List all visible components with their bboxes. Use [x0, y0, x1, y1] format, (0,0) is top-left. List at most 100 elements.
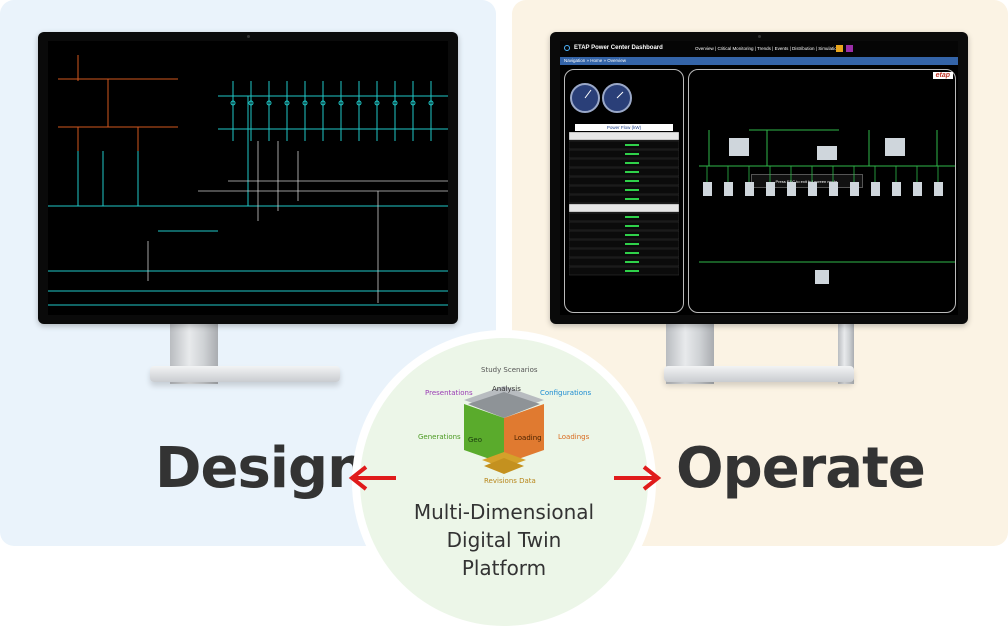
cube-label-generations: Generations: [418, 433, 461, 441]
load-cabinet: [913, 182, 922, 196]
one-line-panel: etap Press ESC to exit full screen mode.: [688, 69, 956, 313]
table-row: [569, 257, 679, 267]
table-row: [569, 212, 679, 222]
cube-label-presentations: Presentations: [425, 389, 473, 397]
cube-face-geo: Geo: [468, 436, 483, 444]
operate-monitor: ETAP Power Center Dashboard Overview | C…: [550, 32, 968, 324]
load-cabinet: [892, 182, 901, 196]
table-row: [569, 221, 679, 231]
cube-label-configurations: Configurations: [540, 389, 592, 397]
table-cell-value: [625, 270, 639, 272]
right-arrow-icon: [614, 465, 662, 491]
table-row: [569, 239, 679, 249]
dashboard-logo-icon: [564, 45, 570, 51]
load-cabinet: [829, 182, 838, 196]
table-row: [569, 230, 679, 240]
breaker-symbol: [284, 100, 290, 106]
dashboard-title: ETAP Power Center Dashboard: [574, 45, 663, 51]
table-cell-value: [625, 162, 639, 164]
platform-title-line-2: Digital Twin: [446, 528, 562, 552]
table-cell-value: [625, 216, 639, 218]
operate-monitor-base: [664, 366, 854, 382]
nav-distribution[interactable]: Distribution: [792, 46, 815, 51]
camera-dot: [247, 35, 250, 38]
table-row: [569, 132, 679, 141]
table-cell-value: [625, 180, 639, 182]
operate-label: Operate: [676, 436, 926, 501]
breaker-symbol: [356, 100, 362, 106]
alarm-button[interactable]: [846, 45, 853, 52]
single-line-diagram-screen: [48, 41, 448, 315]
one-line-diagram: [699, 129, 955, 284]
load-cabinet: [871, 182, 880, 196]
cube-label-loadings: Loadings: [558, 433, 590, 441]
power-flow-table: [569, 132, 679, 276]
platform-title-line-3: Platform: [461, 556, 547, 580]
table-cell-value: [625, 189, 639, 191]
alert-button[interactable]: [836, 45, 843, 52]
load-cabinet: [850, 182, 859, 196]
load-cabinet: [745, 182, 754, 196]
etap-logo: etap: [932, 72, 953, 79]
breaker-symbol: [428, 100, 434, 106]
left-arrow-icon: [348, 465, 396, 491]
cube-label-top: Study Scenarios: [481, 366, 538, 374]
table-row: [569, 194, 679, 204]
nav-events[interactable]: Events: [774, 46, 789, 51]
load-cabinet: [934, 182, 943, 196]
design-monitor: [38, 32, 458, 324]
nav-trends[interactable]: Trends: [757, 46, 771, 51]
breaker-symbol: [248, 100, 254, 106]
breaker-symbol: [410, 100, 416, 106]
cube-face-loading: Loading: [514, 434, 542, 442]
table-cell-value: [625, 225, 639, 227]
table-row: [569, 185, 679, 195]
table-row: [569, 140, 679, 150]
camera-dot: [758, 35, 761, 38]
cube-label-analysis: Analysis: [492, 385, 521, 393]
nav-overview[interactable]: Overview: [695, 46, 714, 51]
breaker-symbol: [266, 100, 272, 106]
load-cabinet: [808, 182, 817, 196]
table-row: [569, 176, 679, 186]
load-cabinet: [703, 182, 712, 196]
dashboard-nav: Overview | Critical Monitoring | Trends …: [695, 46, 840, 51]
table-cell-value: [625, 198, 639, 200]
platform-title: Multi-Dimensional Digital Twin Platform: [380, 498, 628, 582]
gauge-icons: [570, 83, 632, 113]
table-cell-value: [625, 243, 639, 245]
design-label: Design: [155, 436, 367, 501]
table-row: [569, 167, 679, 177]
load-cabinet: [787, 182, 796, 196]
table-row: [569, 158, 679, 168]
platform-title-line-1: Multi-Dimensional: [413, 500, 595, 524]
table-cell-value: [625, 153, 639, 155]
power-flow-title: Power Flow (kW): [575, 124, 673, 131]
breaker-symbol: [302, 100, 308, 106]
single-line-diagram: [48, 55, 448, 306]
table-cell-value: [625, 261, 639, 263]
nav-critical-monitoring[interactable]: Critical Monitoring: [717, 46, 754, 51]
table-cell-value: [625, 252, 639, 254]
load-cabinet: [724, 182, 733, 196]
table-cell-value: [625, 171, 639, 173]
table-cell-value: [625, 234, 639, 236]
table-row: [569, 266, 679, 276]
breaker-symbol: [320, 100, 326, 106]
nav-simulation[interactable]: Simulation: [818, 46, 840, 51]
table-row: [569, 149, 679, 159]
breadcrumb: Navigation » Home » Overview: [560, 57, 958, 65]
etap-dashboard-screen: ETAP Power Center Dashboard Overview | C…: [560, 41, 958, 315]
breaker-symbol: [392, 100, 398, 106]
digital-twin-cube-icon: [464, 386, 544, 474]
breaker-symbol: [230, 100, 236, 106]
breaker-symbol: [338, 100, 344, 106]
power-flow-panel: Power Flow (kW): [564, 69, 684, 313]
table-row: [569, 248, 679, 258]
cube-label-bottom: Revisions Data: [484, 477, 536, 485]
table-cell-value: [625, 144, 639, 146]
load-cabinet: [766, 182, 775, 196]
design-monitor-base: [150, 366, 340, 382]
dashboard-header: ETAP Power Center Dashboard Overview | C…: [560, 41, 958, 57]
breaker-symbol: [374, 100, 380, 106]
